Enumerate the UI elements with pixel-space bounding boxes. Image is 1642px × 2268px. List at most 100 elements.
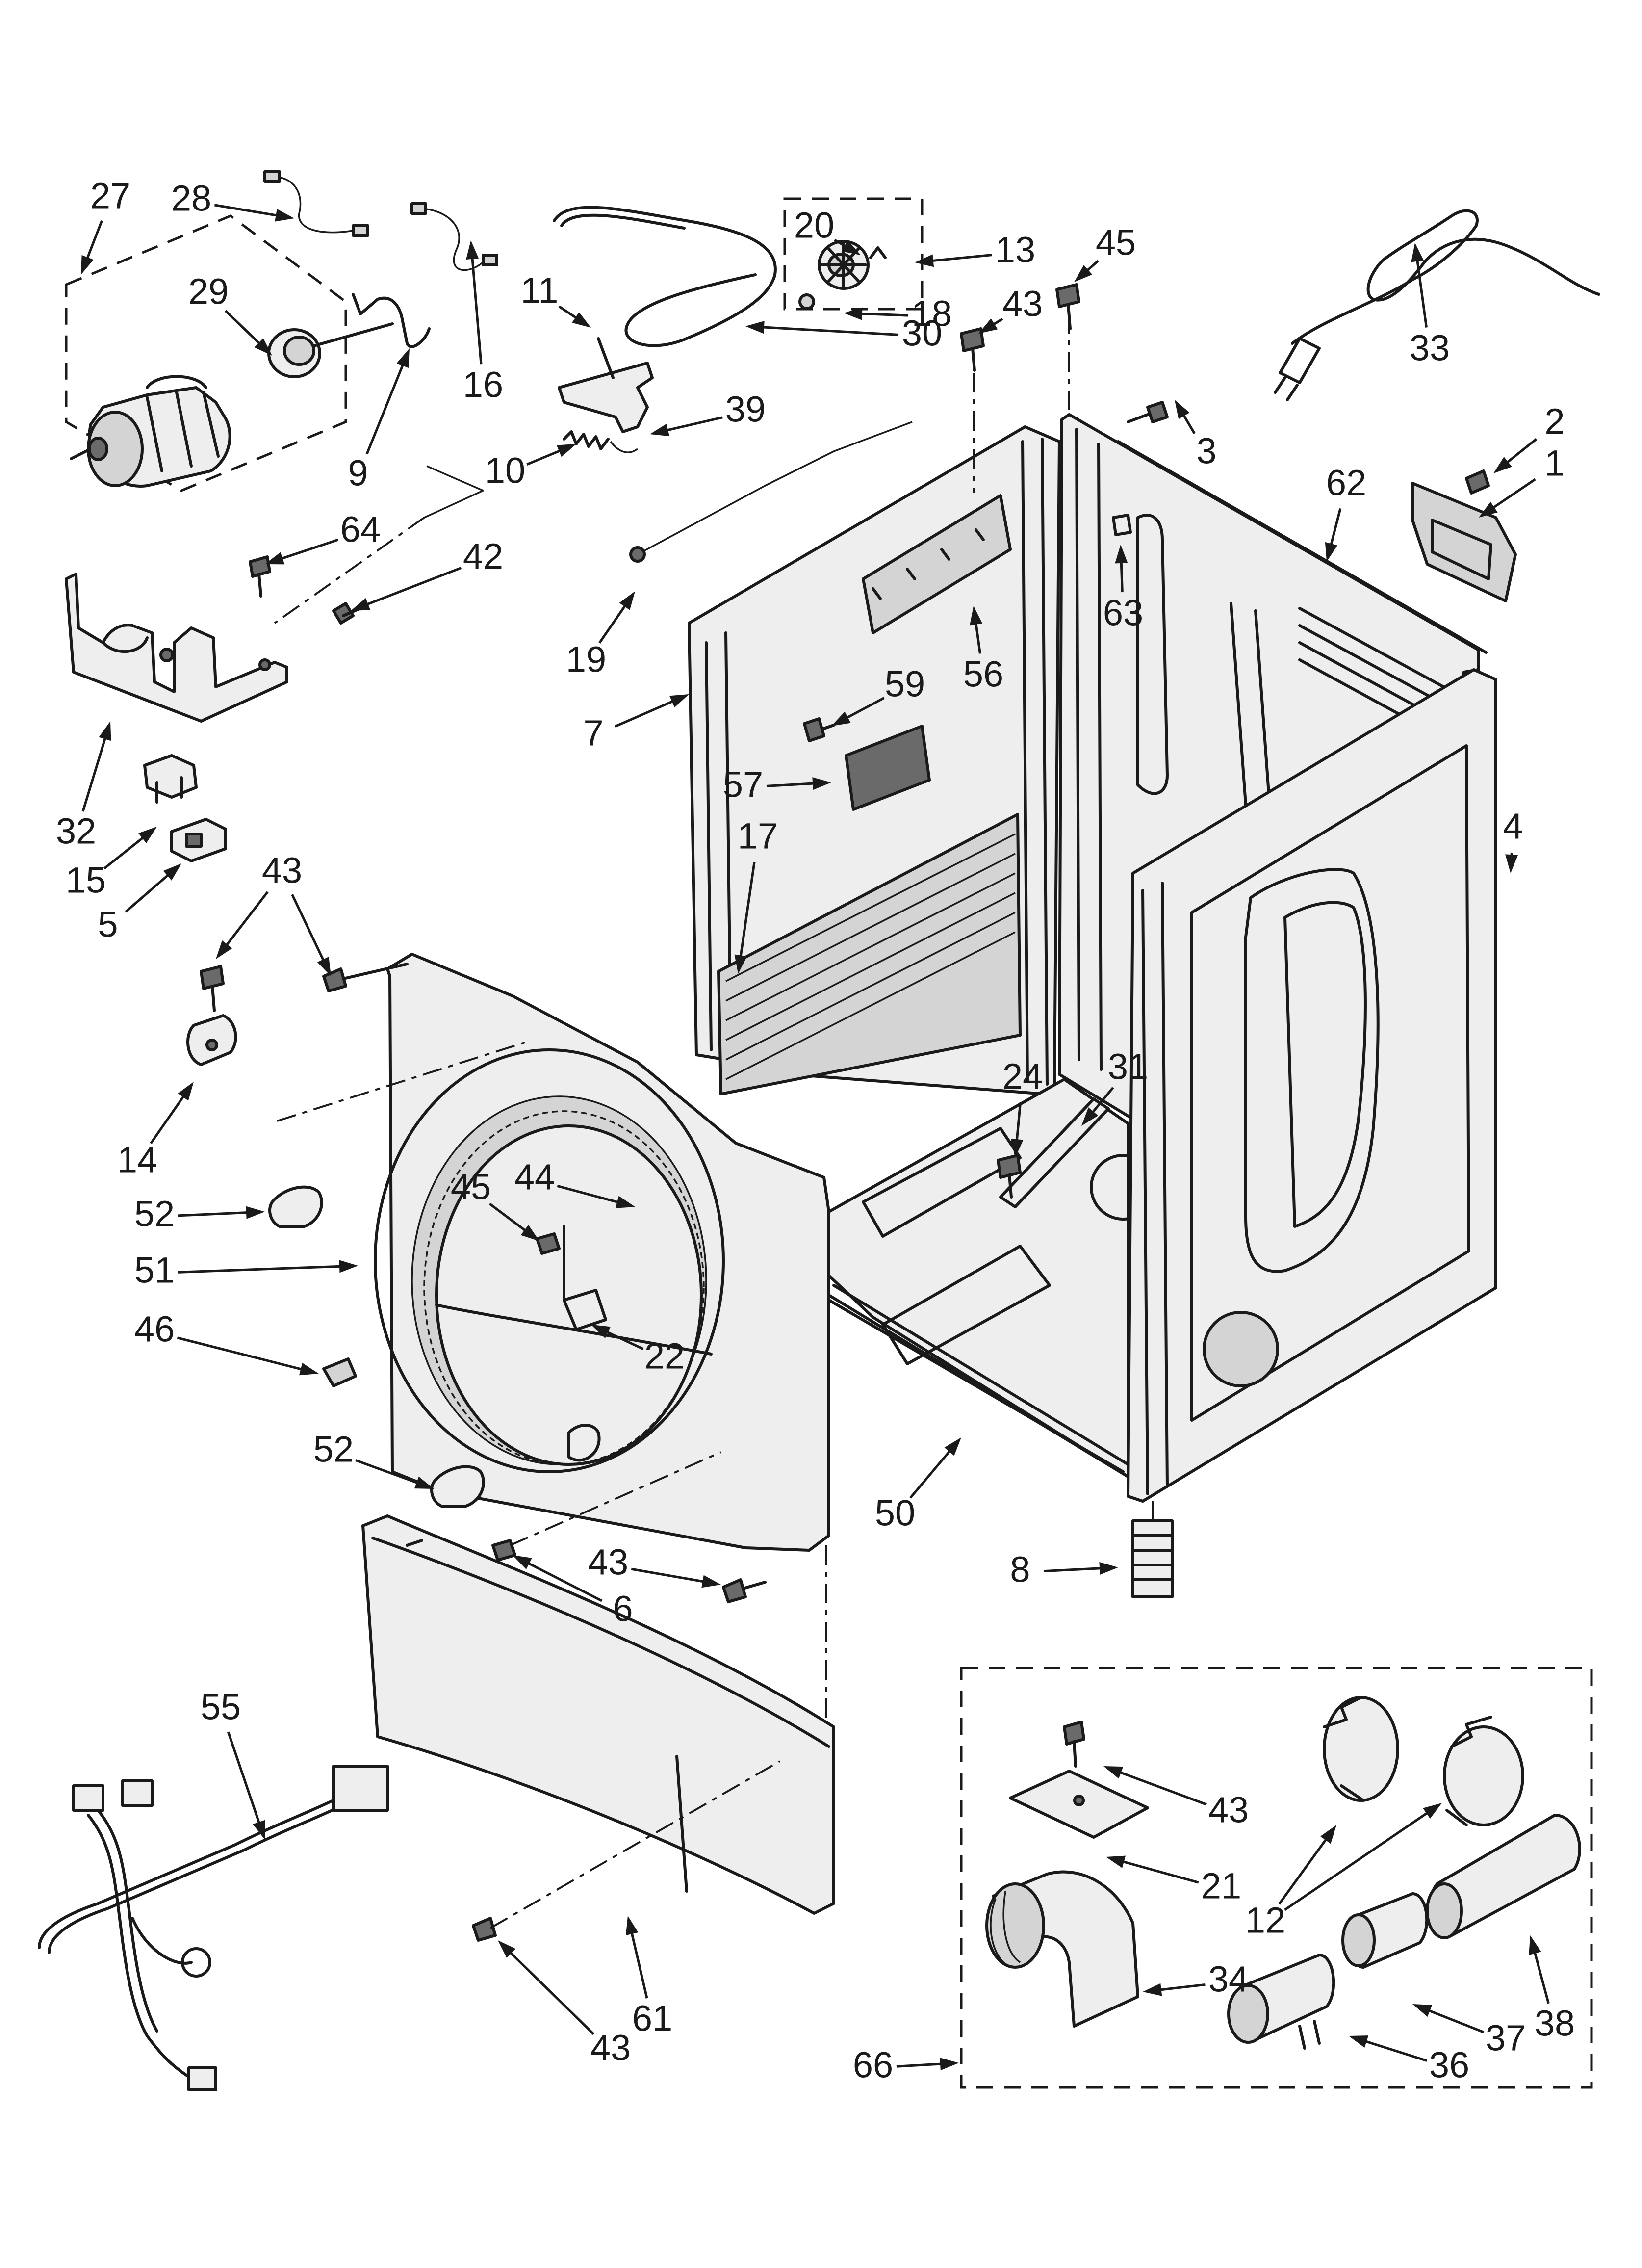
callout-37-arrowhead bbox=[1412, 2004, 1433, 2017]
part-number-label: 22 bbox=[644, 1336, 685, 1377]
callout-42-arrowhead bbox=[351, 598, 371, 611]
callout-15-leader bbox=[103, 834, 147, 870]
part-number-label: 15 bbox=[66, 860, 106, 901]
callout-43-leader bbox=[507, 1950, 595, 2035]
callout-12-leader bbox=[1278, 1836, 1329, 1905]
harness-16 bbox=[410, 202, 498, 271]
callout-37-leader bbox=[1425, 2008, 1485, 2033]
part-number-label: 11 bbox=[521, 270, 559, 311]
callout-61-arrowhead bbox=[625, 1916, 639, 1935]
part-number-label: 2 bbox=[1544, 401, 1565, 442]
part-number-label: 12 bbox=[1245, 1900, 1285, 1941]
part-number-label: 20 bbox=[794, 205, 834, 246]
callout-46-leader bbox=[177, 1336, 305, 1372]
callout-28-arrowhead bbox=[275, 209, 294, 222]
motor-mount-line bbox=[274, 465, 484, 624]
callout-52-arrowhead bbox=[246, 1206, 265, 1219]
part-number-label: 57 bbox=[723, 764, 763, 805]
callout-45-leader bbox=[488, 1202, 529, 1234]
callout-43-arrowhead bbox=[1103, 1766, 1124, 1779]
cabinet-dash-lines bbox=[973, 314, 1070, 493]
callout-1-leader bbox=[1490, 478, 1536, 511]
callout-17-leader bbox=[739, 862, 756, 960]
callout-2-arrowhead bbox=[1493, 457, 1512, 473]
callout-43-arrowhead bbox=[978, 318, 998, 334]
callout-38-leader bbox=[1533, 1949, 1550, 2004]
part-number-label: 19 bbox=[566, 639, 606, 680]
callout-6-arrowhead bbox=[513, 1555, 532, 1569]
motor-pulley bbox=[267, 322, 394, 378]
callout-13-arrowhead bbox=[915, 254, 934, 267]
callout-62-leader bbox=[1329, 508, 1342, 548]
screw-43-top bbox=[960, 327, 985, 372]
part-number-label: 43 bbox=[262, 850, 302, 891]
vent-hood-12-right bbox=[1443, 1716, 1524, 1826]
screw-45-top bbox=[1055, 283, 1080, 330]
idler-clip bbox=[869, 246, 887, 259]
part-number-label: 45 bbox=[1096, 222, 1136, 263]
callout-21-arrowhead bbox=[1106, 1855, 1126, 1868]
part-number-label: 33 bbox=[1410, 328, 1450, 368]
part-number-label: 32 bbox=[56, 811, 96, 852]
vent-cover-21 bbox=[1009, 1770, 1149, 1839]
callout-51-leader bbox=[178, 1265, 344, 1274]
callout-9-leader bbox=[365, 361, 406, 455]
callout-7-arrowhead bbox=[669, 694, 689, 708]
callout-12-arrowhead bbox=[1320, 1825, 1336, 1844]
callout-44-leader bbox=[557, 1185, 621, 1204]
drum-seal-44 bbox=[423, 1110, 705, 1465]
console-bracket-56 bbox=[862, 494, 1012, 634]
part-number-label: 43 bbox=[1208, 1790, 1249, 1830]
part-number-label: 43 bbox=[1002, 284, 1043, 324]
callout-31-leader bbox=[1090, 1087, 1114, 1116]
callout-39-arrowhead bbox=[650, 423, 669, 437]
screw-42 bbox=[332, 602, 362, 625]
access-cover-62-line bbox=[1117, 440, 1488, 654]
front-panel-51 bbox=[374, 953, 830, 1552]
callout-19-leader bbox=[598, 602, 628, 644]
part-number-label: 45 bbox=[451, 1167, 491, 1207]
callout-43-arrowhead bbox=[701, 1575, 721, 1588]
thermal-protector bbox=[143, 754, 198, 804]
part-number-label: 10 bbox=[485, 450, 525, 491]
callout-30-arrowhead bbox=[745, 321, 765, 334]
callout-64-leader bbox=[278, 538, 339, 561]
screw-24 bbox=[997, 1154, 1022, 1199]
callout-43-leader bbox=[631, 1567, 707, 1584]
callout-56-leader bbox=[974, 620, 981, 654]
screw-3 bbox=[1127, 401, 1169, 423]
part-number-label: 27 bbox=[90, 176, 130, 216]
callout-15-arrowhead bbox=[138, 827, 157, 843]
part-number-label: 36 bbox=[1429, 2045, 1469, 2086]
callout-5-arrowhead bbox=[163, 863, 181, 881]
callout-50-arrowhead bbox=[944, 1437, 961, 1456]
cabinet-top-wire bbox=[629, 421, 913, 563]
wiring-label-57 bbox=[845, 725, 931, 811]
callout-45-arrowhead bbox=[520, 1225, 539, 1241]
callout-14-leader bbox=[150, 1093, 186, 1145]
callout-63-leader bbox=[1120, 559, 1124, 593]
callout-43-arrowhead bbox=[216, 940, 232, 959]
callout-44-arrowhead bbox=[615, 1196, 635, 1208]
toe-panel-61 bbox=[361, 1514, 835, 1915]
callout-36-arrowhead bbox=[1349, 2035, 1369, 2048]
part-number-label: 6 bbox=[613, 1589, 633, 1629]
idler-bracket bbox=[558, 337, 654, 433]
toe-panel-screw-43 bbox=[472, 1760, 780, 1942]
callout-46-arrowhead bbox=[299, 1363, 319, 1376]
part-number-label: 62 bbox=[1326, 463, 1366, 503]
part-number-label: 39 bbox=[725, 389, 766, 430]
callout-22-leader bbox=[604, 1330, 644, 1350]
drive-belt bbox=[553, 206, 777, 347]
cabinet-base bbox=[827, 1078, 1156, 1478]
clamp-36 bbox=[1227, 1954, 1335, 2050]
front-panel-dash-line bbox=[277, 1042, 827, 1722]
part-number-label: 66 bbox=[853, 2045, 893, 2086]
part-number-label: 55 bbox=[201, 1687, 241, 1727]
part-number-label: 34 bbox=[1208, 1959, 1249, 2000]
part-number-label: 61 bbox=[632, 1998, 672, 2039]
part-number-label: 59 bbox=[885, 664, 925, 704]
callout-59-leader bbox=[844, 697, 885, 721]
callout-3-arrowhead bbox=[1175, 400, 1190, 419]
